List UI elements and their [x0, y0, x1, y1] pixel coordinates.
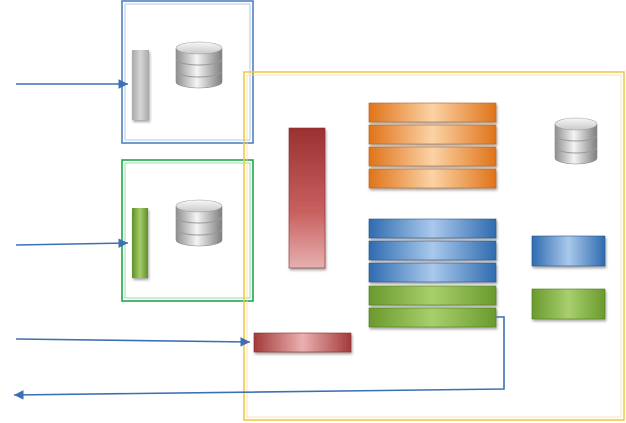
green-vertical-block [132, 208, 148, 278]
blue-bar [368, 218, 497, 239]
database-icon [175, 199, 223, 247]
arrow-into-green-block [15, 238, 129, 248]
arrow-into-red-block [15, 337, 251, 347]
orange-bar [368, 102, 497, 123]
database-icon [554, 117, 598, 165]
green-bar [368, 307, 497, 328]
green-block-right [531, 288, 606, 320]
orange-bar [368, 146, 497, 167]
yellow-group-frame [243, 71, 625, 421]
arrow-output [13, 316, 505, 400]
blue-green-stack [368, 218, 497, 328]
orange-stack [368, 102, 497, 189]
gray-vertical-block [132, 50, 149, 120]
blue-bar [368, 240, 497, 261]
orange-bar [368, 168, 497, 189]
red-horizontal-block [253, 332, 352, 353]
orange-bar [368, 124, 497, 145]
green-bar [368, 285, 497, 306]
blue-block-right [531, 235, 606, 267]
database-icon [175, 41, 223, 89]
green-group-frame [121, 159, 254, 302]
blue-bar [368, 262, 497, 283]
red-vertical-block [288, 127, 326, 269]
